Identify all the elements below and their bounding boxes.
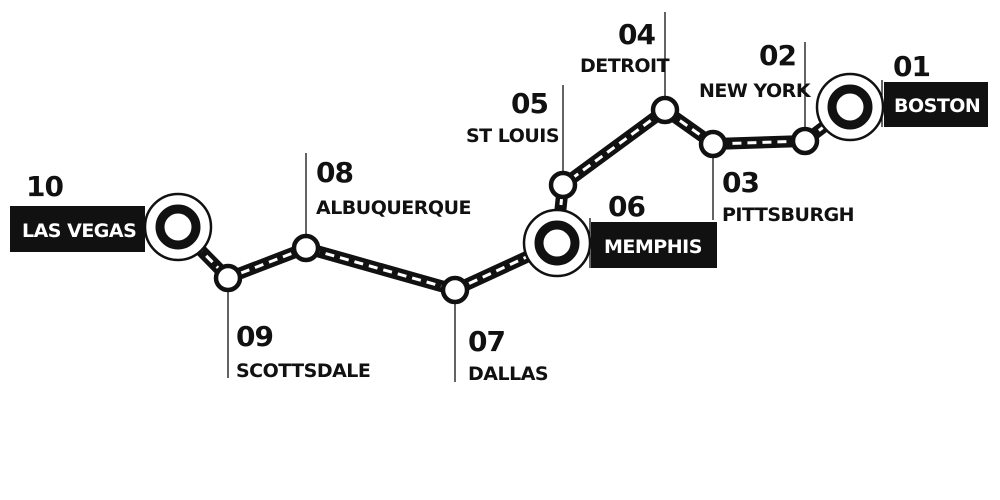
city-box-10 [10, 206, 145, 252]
city-label-08: ALBUQUERQUE [316, 197, 471, 219]
stop-number-08: 08 [316, 156, 353, 189]
station-05-marker [548, 170, 578, 200]
city-label-04: DETROIT [580, 55, 670, 77]
city-label-03: PITTSBURGH [722, 204, 854, 226]
station-07-marker [440, 275, 470, 305]
station-01 [815, 72, 885, 142]
station-08-marker [291, 233, 321, 263]
stop-number-06: 06 [608, 190, 645, 223]
city-box-01 [884, 82, 988, 127]
city-label-09: SCOTTSDALE [236, 360, 370, 382]
station-06 [522, 208, 592, 278]
station-06-marker [534, 220, 580, 266]
city-label-01: BOSTON [894, 95, 980, 117]
stop-number-02: 02 [759, 39, 796, 72]
stop-number-05: 05 [511, 87, 548, 120]
city-box-06 [591, 222, 717, 268]
station-10 [143, 192, 213, 262]
stop-number-07: 07 [468, 325, 505, 358]
stop-number-01: 01 [893, 50, 930, 83]
station-09-marker [213, 263, 243, 293]
station-02-marker [790, 126, 820, 156]
stop-number-03: 03 [722, 166, 759, 199]
city-label-05: ST LOUIS [466, 125, 559, 147]
stop-number-10: 10 [26, 170, 63, 203]
station-01-marker [827, 84, 873, 130]
city-label-06: MEMPHIS [604, 236, 702, 258]
station-04-marker [650, 95, 680, 125]
station-10-marker [155, 204, 201, 250]
stop-number-09: 09 [236, 320, 273, 353]
station-03-marker [698, 129, 728, 159]
stop-number-04: 04 [618, 18, 655, 51]
city-label-02: NEW YORK [699, 80, 812, 102]
city-label-10: LAS VEGAS [22, 220, 136, 242]
city-label-07: DALLAS [468, 363, 548, 385]
